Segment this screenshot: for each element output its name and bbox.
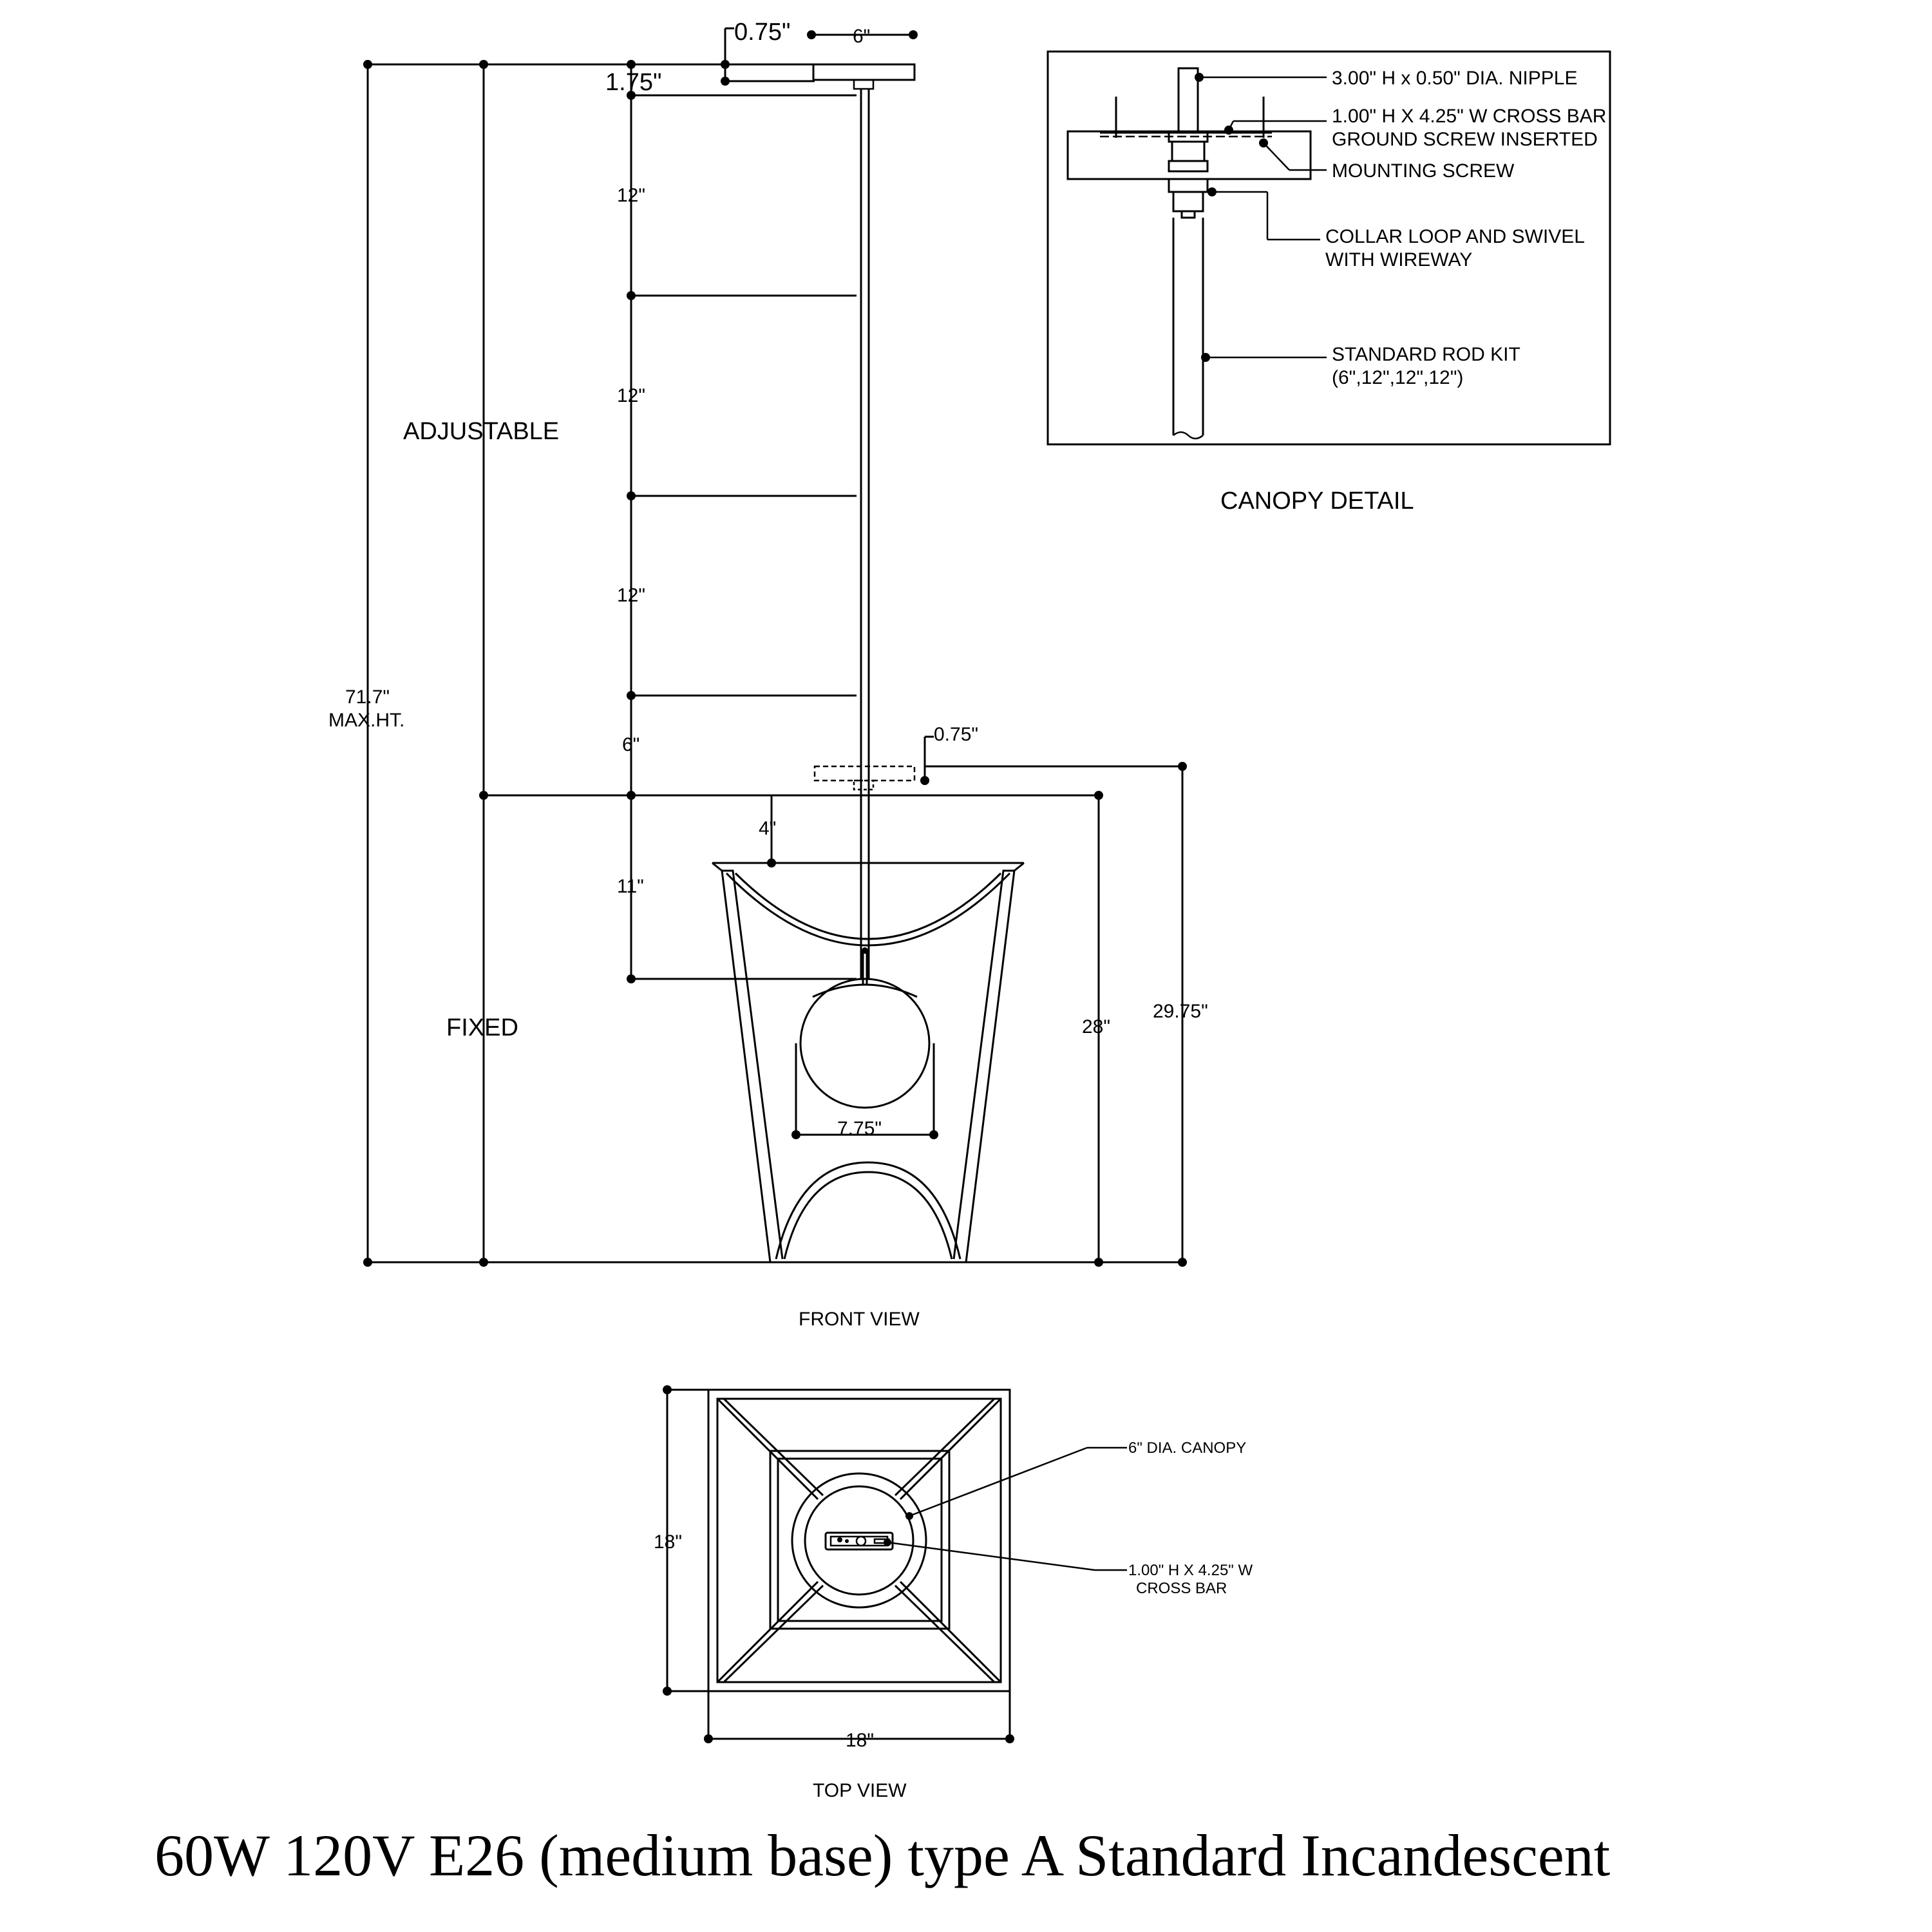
- label-adjustable: ADJUSTABLE: [403, 418, 559, 445]
- dim-canopy-offset: 0.75": [734, 19, 790, 46]
- dim-overall-fixed: 29.75": [1153, 1001, 1208, 1022]
- dim-max-height: 71.7": [345, 687, 390, 708]
- canopy-detail: 3.00" H x 0.50" DIA. NIPPLE 1.00" H X 4.…: [1046, 50, 1611, 515]
- top-view-width: 18": [846, 1730, 874, 1751]
- callout-mounting-screw: MOUNTING SCREW: [1332, 160, 1515, 182]
- callout-collar-line2: WITH WIREWAY: [1325, 249, 1472, 270]
- dim-globe: 7.75": [837, 1118, 882, 1139]
- callout-collar-line1: COLLAR LOOP AND SWIVEL: [1325, 226, 1585, 247]
- dim-drop: 11": [617, 876, 644, 897]
- dim-body-height: 28": [1082, 1016, 1110, 1037]
- dim-rod-1: 12": [617, 185, 645, 206]
- callout-crossbar-line1: 1.00" H X 4.25" W CROSS BAR: [1332, 106, 1606, 127]
- dim-rod-4: 6": [622, 734, 639, 755]
- top-view: 6" DIA. CANOPY 1.00" H X 4.25" W CROSS B…: [654, 1385, 1253, 1801]
- dim-canopy-height: 1.75": [605, 69, 661, 96]
- top-view-crossbar-line1: 1.00" H X 4.25" W: [1128, 1562, 1253, 1579]
- canopy-detail-title: CANOPY DETAIL: [1220, 488, 1414, 515]
- dim-max-height-note: MAX.HT.: [328, 710, 404, 731]
- callout-rod-line1: STANDARD ROD KIT: [1332, 344, 1520, 365]
- top-view-canopy-label: 6" DIA. CANOPY: [1128, 1439, 1246, 1457]
- dim-canopy-diameter: 6": [853, 26, 870, 47]
- top-view-title: TOP VIEW: [813, 1780, 907, 1801]
- top-view-depth: 18": [654, 1531, 682, 1553]
- top-view-crossbar-line2: CROSS BAR: [1136, 1580, 1227, 1597]
- front-view-title: FRONT VIEW: [799, 1309, 920, 1330]
- callout-crossbar-line2: GROUND SCREW INSERTED: [1332, 129, 1598, 150]
- dim-rod-2: 12": [617, 385, 645, 406]
- lamp-spec-caption: 60W 120V E26 (medium base) type A Standa…: [155, 1823, 1611, 1888]
- callout-rod-line2: (6",12",12",12"): [1332, 367, 1463, 388]
- label-fixed: FIXED: [446, 1014, 518, 1041]
- callout-nipple: 3.00" H x 0.50" DIA. NIPPLE: [1332, 68, 1577, 89]
- dim-collar: 4": [759, 818, 776, 839]
- dim-lower-offset: 0.75": [934, 724, 978, 745]
- front-view: 0.75" 6" 1.75" 12" 12" 12" 6" 71.7" MAX.…: [328, 19, 1208, 1330]
- dim-rod-3: 12": [617, 585, 645, 606]
